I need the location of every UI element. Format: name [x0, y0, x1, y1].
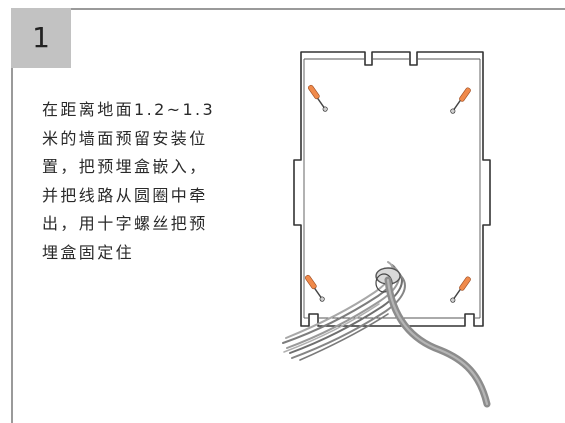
step-number-badge: 1 — [11, 8, 71, 68]
instruction-line: 并把线路从圆圈中牵 — [42, 185, 208, 205]
screw-icon — [307, 84, 328, 112]
instruction-line: 置，把预埋盒嵌入， — [42, 157, 208, 176]
frame-left-border — [11, 8, 13, 423]
instruction-line: 出，用十字螺丝把预 — [42, 214, 208, 233]
step-number: 1 — [32, 21, 50, 54]
mounting-box-illustration — [282, 51, 491, 408]
wall-box-outline — [293, 51, 491, 327]
power-cable-highlight — [386, 278, 489, 406]
instruction-text: 在距离地面1.2~1.3 米的墙面预留安装位 置，把预埋盒嵌入， 并把线路从圆圈… — [42, 96, 272, 267]
frame-top-border — [11, 8, 565, 10]
screw-icon — [450, 87, 471, 114]
cable-bundle — [282, 261, 406, 361]
instruction-line: 埋盒固定住 — [42, 242, 135, 262]
screw-icon — [304, 274, 325, 302]
instruction-line: 米的墙面预留安装位 — [42, 128, 208, 148]
screw-icon — [450, 276, 471, 303]
instruction-line: 在距离地面1.2~1.3 — [42, 100, 216, 119]
